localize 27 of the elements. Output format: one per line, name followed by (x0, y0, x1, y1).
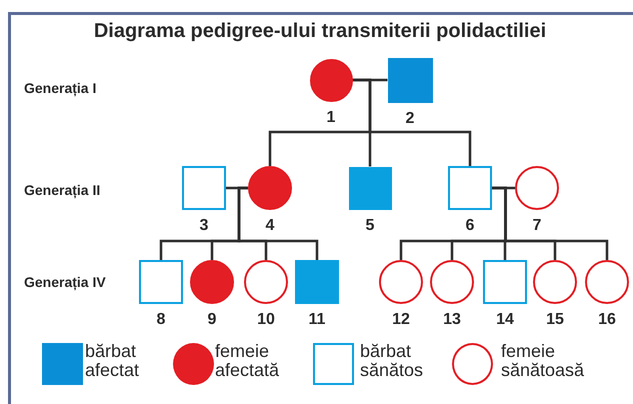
individual-number: 8 (156, 310, 166, 330)
generation-label: Generația I (24, 79, 96, 97)
legend-text: femeie afectată (215, 342, 280, 380)
individual-number: 6 (466, 216, 474, 236)
descent-line (492, 186, 608, 260)
individual-number: 14 (496, 310, 514, 330)
individual-number: 10 (257, 310, 275, 330)
individual-number: 12 (392, 310, 410, 330)
individual-number: 4 (266, 216, 274, 236)
individual-number: 11 (308, 310, 326, 330)
individual-number: 13 (443, 310, 461, 330)
individual-number: 9 (208, 310, 216, 330)
legend-text: bărbat afectat (85, 342, 140, 380)
individual-number: 16 (598, 310, 616, 330)
individual-number: 15 (546, 310, 564, 330)
legend-text: femeie sănătoasă (501, 342, 586, 380)
descent-line (352, 78, 472, 166)
individual-number: 3 (200, 216, 208, 236)
individual-number: 2 (406, 108, 414, 128)
title: Diagrama pedigree-ului transmiterii polidactiliei (92, 19, 548, 44)
generation-label: Generația II (24, 181, 100, 199)
descent-line (238, 186, 318, 260)
individual-number: 7 (532, 216, 542, 236)
individual-number: 5 (366, 216, 374, 236)
legend-text: bărbat sănătos (360, 342, 424, 380)
individual-number: 1 (326, 108, 336, 128)
generation-label: Generația IV (24, 273, 106, 291)
